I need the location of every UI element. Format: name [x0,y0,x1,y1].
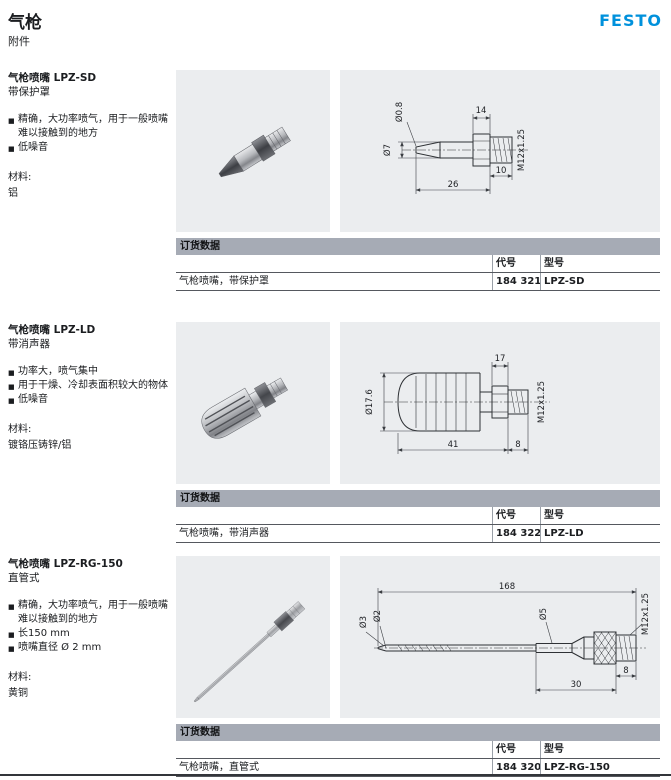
needle-photo-illustration [193,601,306,703]
material-label: 材料: [8,672,32,683]
dimension-labels: Ø7 Ø0.8 14 10 26 M12x1.25 [382,102,527,190]
dim-thread-len: 8 [623,666,628,676]
section-title: 气枪喷嘴 LPZ-LD [8,324,96,336]
festo-logo: FESTO [599,11,662,30]
col-header-part-no: 代号 [492,507,540,524]
order-table: 订货数据 代号 型号 气枪喷嘴，带保护罩 184 321 LPZ-SD [176,238,660,291]
feature-item: 喷嘴直径 Ø 2 mm [8,641,172,656]
feature-item: 长150 mm [8,627,172,642]
feature-item: 低噪音 [8,393,172,408]
part-number: 184 322 [492,525,540,542]
material-value: 铝 [8,188,18,199]
nozzle-photo-illustration [218,126,291,178]
dim-thread: M12x1.25 [641,593,651,635]
feature-item: 精确，大功率喷气，用于一般喷嘴难以接触到的地方 [8,599,172,627]
col-header-type: 型号 [540,507,660,524]
section-title: 气枪喷嘴 LPZ-RG-150 [8,558,123,570]
type-code: LPZ-SD [540,273,660,290]
feature-item: 用于干燥、冷却表面积较大的物体 [8,379,172,394]
dimension-lines [380,362,529,454]
product-photo-lpz-sd [176,70,330,232]
dim-mid-dia: Ø5 [538,608,549,620]
feature-list: 功率大，喷气集中 用于干燥、冷却表面积较大的物体 低噪音 [8,365,172,408]
order-data-header: 订货数据 [176,490,660,507]
dim-hex-flats: 17 [495,354,506,364]
material-value: 黄铜 [8,688,28,699]
section-text-column: 气枪喷嘴 LPZ-LD 带消声器 功率大，喷气集中 用于干燥、冷却表面积较大的物… [8,324,172,452]
material-label: 材料: [8,172,32,183]
dim-thread: M12x1.25 [537,381,547,423]
part-outline [402,133,528,167]
section-text-column: 气枪喷嘴 LPZ-RG-150 直管式 精确，大功率喷气，用于一般喷嘴难以接触到… [8,558,172,700]
dim-sleeve-dia: Ø7 [382,144,393,156]
order-table-row: 气枪喷嘴，带保护罩 184 321 LPZ-SD [176,273,660,291]
dim-nozzle-dia: Ø2 [372,610,383,622]
page-bottom-rule [0,774,671,776]
product-description: 气枪喷嘴，带保护罩 [179,276,269,287]
material-value: 镀铬压铸锌/铝 [8,440,72,451]
order-table: 订货数据 代号 型号 气枪喷嘴，带消声器 184 322 LPZ-LD [176,490,660,543]
order-table-row: 气枪喷嘴，带消声器 184 322 LPZ-LD [176,525,660,543]
part-number: 184 321 [492,273,540,290]
dim-overall-len: 168 [499,582,515,592]
part-outline [384,372,550,432]
type-code: LPZ-RG-150 [540,759,660,776]
dim-thread-len: 10 [496,166,507,176]
feature-item: 低噪音 [8,141,172,156]
order-table-row: 气枪喷嘴，直管式 184 320 LPZ-RG-150 [176,759,660,777]
col-header-part-no: 代号 [492,741,540,758]
technical-drawing-lpz-sd: Ø7 Ø0.8 14 10 26 M12x1.25 [340,70,660,232]
product-description: 气枪喷嘴，直管式 [179,762,259,773]
order-data-header: 订货数据 [176,724,660,741]
section-variant: 直管式 [8,572,40,584]
empty-header-cell [176,741,492,758]
product-description: 气枪喷嘴，带消声器 [179,528,269,539]
lpz-ld-dimension-drawing: 17 Ø17.6 M12x1.25 41 8 [364,354,550,454]
order-table-head-row: 代号 型号 [176,255,660,273]
feature-list: 精确，大功率喷气，用于一般喷嘴难以接触到的地方 低噪音 [8,113,172,156]
dim-body-dia: Ø17.6 [364,389,375,415]
feature-item: 精确，大功率喷气，用于一般喷嘴难以接触到的地方 [8,113,172,141]
dim-thread-len: 8 [515,440,520,450]
material-label: 材料: [8,424,32,435]
col-header-part-no: 代号 [492,255,540,272]
dim-overall-len: 26 [448,180,459,190]
product-photo-lpz-ld [176,322,330,484]
technical-drawing-lpz-ld: 17 Ø17.6 M12x1.25 41 8 [340,322,660,484]
dim-thread: M12x1.25 [517,129,527,171]
dim-body-len: 41 [448,440,459,450]
lpz-sd-dimension-drawing: Ø7 Ø0.8 14 10 26 M12x1.25 [382,102,528,194]
dimension-labels: 168 Ø3 Ø2 Ø5 M12x1.25 30 8 [358,582,651,690]
part-outline [374,631,646,665]
dimension-labels: 17 Ø17.6 M12x1.25 41 8 [364,354,547,450]
part-number: 184 320 [492,759,540,776]
section-variant: 带消声器 [8,338,50,350]
type-code: LPZ-LD [540,525,660,542]
feature-item: 功率大，喷气集中 [8,365,172,380]
order-table-head-row: 代号 型号 [176,741,660,759]
page-title: 气枪 [8,13,42,33]
technical-drawing-lpz-rg-150: 168 Ø3 Ø2 Ø5 M12x1.25 30 8 [340,556,660,718]
section-text-column: 气枪喷嘴 LPZ-SD 带保护罩 精确，大功率喷气，用于一般喷嘴难以接触到的地方… [8,72,172,200]
order-table: 订货数据 代号 型号 气枪喷嘴，直管式 184 320 LPZ-RG-150 [176,724,660,777]
dimension-lines [365,588,643,694]
dim-tip-dia: Ø0.8 [394,102,405,122]
col-header-type: 型号 [540,741,660,758]
dim-hex-flats: 14 [476,106,487,116]
col-header-type: 型号 [540,255,660,272]
lpz-rg-150-dimension-drawing: 168 Ø3 Ø2 Ø5 M12x1.25 30 8 [358,582,651,694]
order-data-header: 订货数据 [176,238,660,255]
feature-list: 精确，大功率喷气，用于一般喷嘴难以接触到的地方 长150 mm 喷嘴直径 Ø 2… [8,599,172,656]
empty-header-cell [176,255,492,272]
section-title: 气枪喷嘴 LPZ-SD [8,72,97,84]
silencer-photo-illustration [201,377,288,439]
dim-tube-dia: Ø3 [358,616,369,628]
dimension-lines [398,114,513,194]
section-variant: 带保护罩 [8,86,50,98]
page-subtitle: 附件 [8,35,30,48]
order-table-head-row: 代号 型号 [176,507,660,525]
empty-header-cell [176,507,492,524]
product-photo-lpz-rg-150 [176,556,330,718]
dim-collar-len: 30 [571,680,582,690]
